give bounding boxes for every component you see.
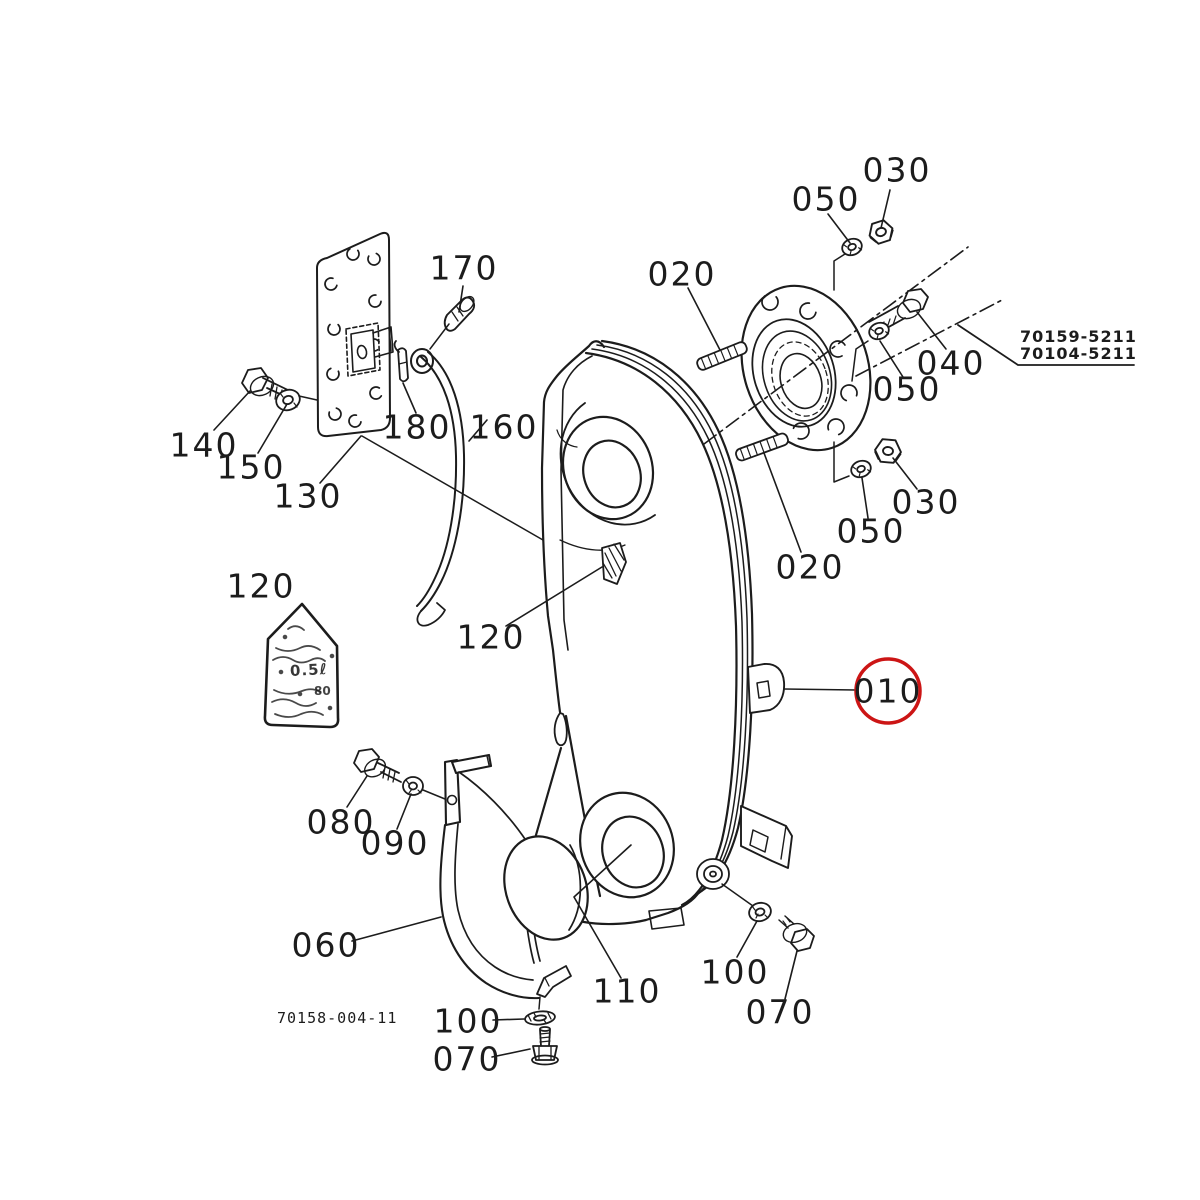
highlight-circle — [854, 657, 922, 725]
stud-020-lower — [735, 432, 789, 462]
bracket-plate — [316, 231, 476, 627]
washer-090 — [402, 776, 424, 796]
gasket-band — [584, 339, 754, 907]
cap-110 — [503, 835, 589, 941]
cover-patch — [601, 542, 627, 585]
decal-noise — [271, 625, 335, 718]
bolt-040 — [868, 288, 929, 335]
washer-050-top — [841, 237, 863, 257]
washer-100-bottom — [524, 1010, 556, 1026]
bolt-080 — [353, 748, 402, 783]
clip-bracket — [345, 322, 394, 377]
leader-lines — [213, 189, 1135, 1058]
nut-030-lowright — [874, 438, 902, 464]
bolt-070-right — [778, 915, 815, 952]
band-eyelet — [410, 348, 434, 374]
cover-tab-upper — [747, 663, 786, 714]
washer-050-lowright — [850, 459, 872, 479]
lower-opening — [579, 791, 675, 899]
cover-tab-lower — [740, 805, 793, 869]
hub-flange — [740, 284, 872, 452]
plate-holes — [324, 247, 383, 428]
nut-100-right — [748, 901, 772, 923]
bolt-070-bottom — [531, 1026, 559, 1066]
caution-decal — [263, 602, 340, 729]
washer-150 — [275, 388, 301, 412]
curved-band — [416, 351, 466, 627]
nut-030-top — [868, 219, 894, 245]
upper-opening — [559, 402, 656, 526]
hub-bolt-holes — [761, 293, 858, 440]
pin-170 — [443, 295, 476, 332]
clip-pin — [393, 340, 409, 383]
washer-050-right — [868, 321, 890, 341]
timing-cover — [532, 339, 793, 930]
cover-grommet — [696, 858, 730, 890]
assembly-lines — [298, 253, 869, 907]
shaft-axis-lines — [703, 246, 1003, 445]
